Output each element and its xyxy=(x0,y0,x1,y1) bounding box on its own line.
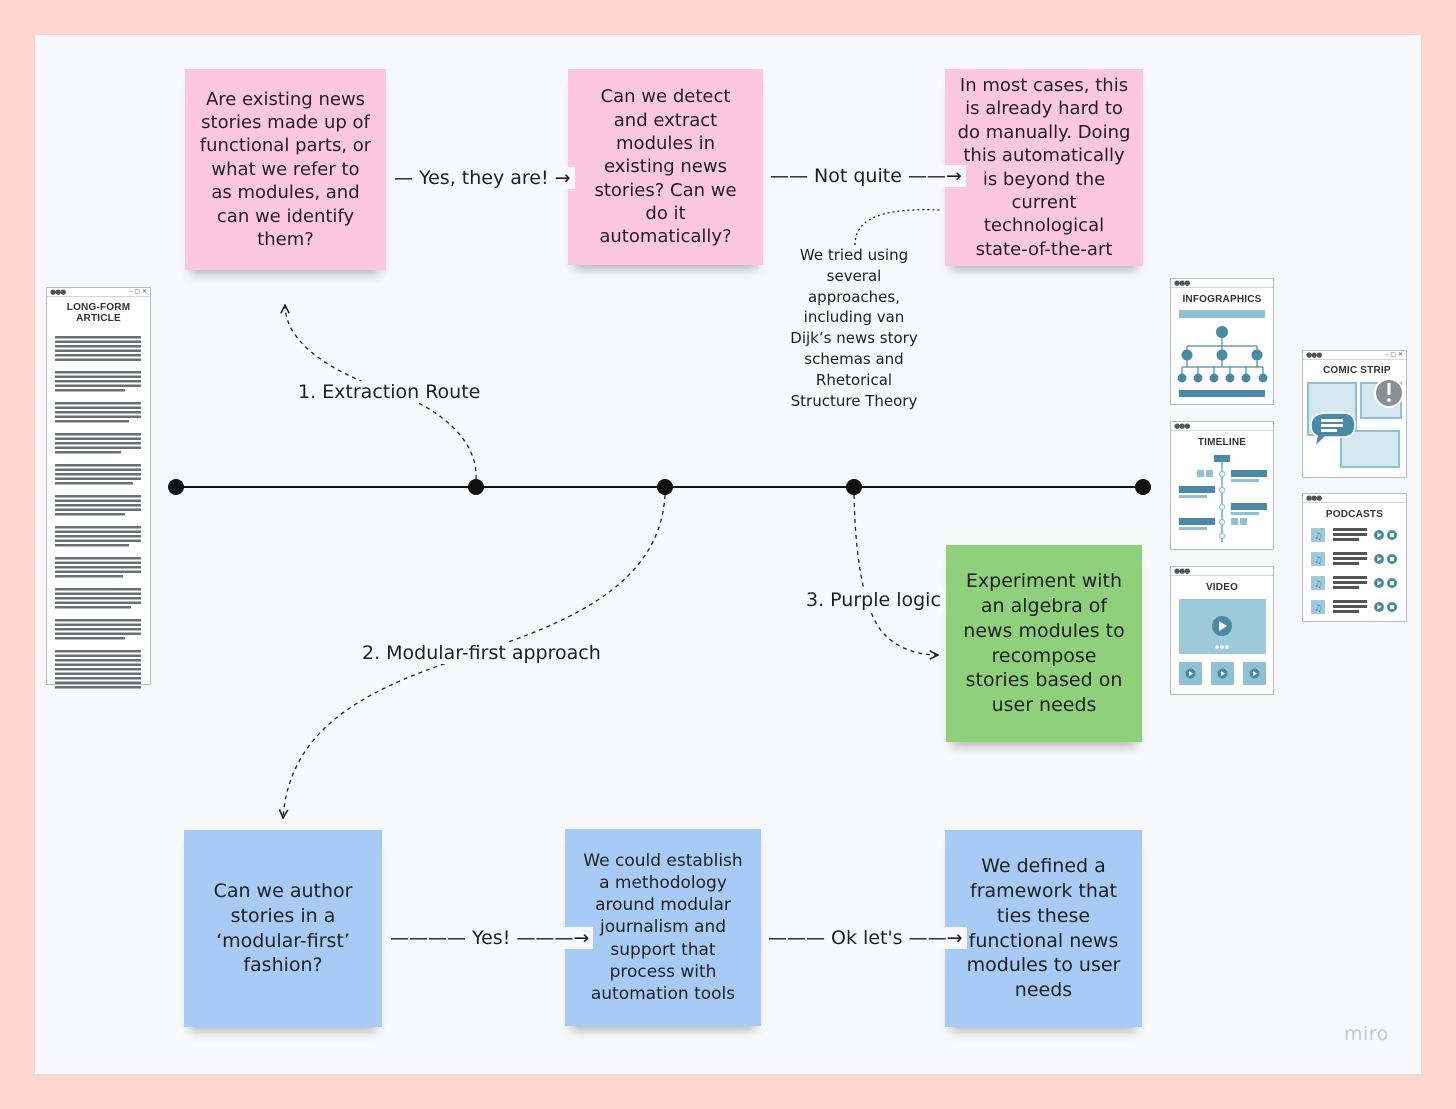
infographics-card[interactable]: ●●● INFOGRAPHICS xyxy=(1170,278,1274,405)
card-title: VIDEO xyxy=(1205,582,1239,593)
approaches-annotation: We tried using several approaches, inclu… xyxy=(790,246,918,410)
video-card[interactable]: ●●● VIDEO xyxy=(1170,566,1274,695)
note-text: We could establish a methodology around … xyxy=(583,851,743,1004)
window-dots-icon: ●●● xyxy=(1306,494,1322,502)
timeline-node-modular-first[interactable] xyxy=(657,479,673,495)
card-title: COMIC STRIP xyxy=(1323,365,1391,376)
window-bar: ●●● – ▢ ✕ xyxy=(47,288,150,297)
window-dots-icon: ●●● xyxy=(50,288,66,296)
timeline-node-purple-logic[interactable] xyxy=(846,479,862,495)
sticky-note-state-of-art[interactable]: In most cases, this is already hard to d… xyxy=(945,69,1143,266)
card-title: PODCASTS xyxy=(1325,509,1384,520)
modular-first-connector xyxy=(283,494,666,818)
timeline-card[interactable]: ●●● TIMELINE xyxy=(1170,421,1274,550)
card-title: LONG-FORM ARTICLE xyxy=(66,302,131,324)
window-dots-icon: ●●● xyxy=(1174,279,1190,287)
sticky-note-question-extract[interactable]: Can we detect and extract modules in exi… xyxy=(568,69,763,265)
sticky-note-question-modules[interactable]: Are existing news stories made up of fun… xyxy=(185,69,386,270)
sticky-note-methodology[interactable]: We could establish a methodology around … xyxy=(565,829,761,1026)
window-bar: ●●● xyxy=(1171,422,1273,431)
note-text: Can we detect and extract modules in exi… xyxy=(594,86,737,248)
timeline-start-node[interactable] xyxy=(168,479,184,495)
window-bar: ●●● xyxy=(1171,279,1273,288)
infographic-tree-icon xyxy=(1177,310,1268,397)
miro-logo: miro xyxy=(1344,1023,1389,1045)
window-bar: ●●● xyxy=(1303,494,1406,503)
connector-label-yes: ———— Yes! ———→ xyxy=(386,927,594,949)
approaches-note-connector xyxy=(854,209,941,246)
connector-label-ok-lets: ——— Ok let's ——→ xyxy=(764,927,967,949)
long-form-article-card[interactable]: ●●● – ▢ ✕ LONG-FORM ARTICLE xyxy=(46,287,151,689)
window-controls-icon: – ▢ ✕ xyxy=(129,288,147,295)
comic-strip-card[interactable]: ●●● – ▢ ✕ COMIC STRIP xyxy=(1302,350,1407,478)
connector-label-not-quite: —— Not quite ——→ xyxy=(766,165,966,187)
card-title: TIMELINE xyxy=(1197,437,1247,448)
route-label-purple-logic: 3. Purple logic xyxy=(802,589,945,611)
podcasts-card[interactable]: ●●● PODCASTS ♫ xyxy=(1302,493,1407,622)
sticky-note-modular-first-question[interactable]: Can we author stories in a ‘modular-firs… xyxy=(184,830,382,1027)
purple-logic-connector xyxy=(853,494,938,655)
card-title: INFOGRAPHICS xyxy=(1182,294,1262,305)
timeline-end-node[interactable] xyxy=(1135,479,1151,495)
window-dots-icon: ●●● xyxy=(1174,422,1190,430)
timeline-graphic-icon xyxy=(1179,455,1267,542)
route-label-modular-first: 2. Modular-first approach xyxy=(358,642,605,664)
route-label-extraction: 1. Extraction Route xyxy=(294,381,485,403)
svg-text:♫: ♫ xyxy=(1314,532,1322,542)
window-dots-icon: ●●● xyxy=(1306,351,1322,359)
window-bar: ●●● xyxy=(1171,567,1273,576)
note-text: In most cases, this is already hard to d… xyxy=(957,74,1131,260)
sticky-note-framework[interactable]: We defined a framework that ties these f… xyxy=(945,830,1142,1027)
window-controls-icon: – ▢ ✕ xyxy=(1385,351,1403,358)
connector-label-yes-they-are: — Yes, they are! → xyxy=(390,167,575,189)
note-text: We defined a framework that ties these f… xyxy=(966,855,1121,1001)
sticky-note-experiment[interactable]: Experiment with an algebra of news modul… xyxy=(946,545,1142,742)
note-text: Can we author stories in a ‘modular-firs… xyxy=(213,880,353,977)
window-bar: ●●● – ▢ ✕ xyxy=(1303,351,1406,360)
note-text: Are existing news stories made up of fun… xyxy=(199,88,372,250)
window-dots-icon: ●●● xyxy=(1174,567,1190,575)
comic-panels-icon xyxy=(1307,378,1404,468)
article-text-lines-icon xyxy=(55,336,141,689)
podcast-list-icon: ♫ xyxy=(1311,528,1397,614)
video-player-icon xyxy=(1179,599,1266,685)
note-text: Experiment with an algebra of news modul… xyxy=(963,570,1125,716)
timeline-node-extraction[interactable] xyxy=(468,479,484,495)
